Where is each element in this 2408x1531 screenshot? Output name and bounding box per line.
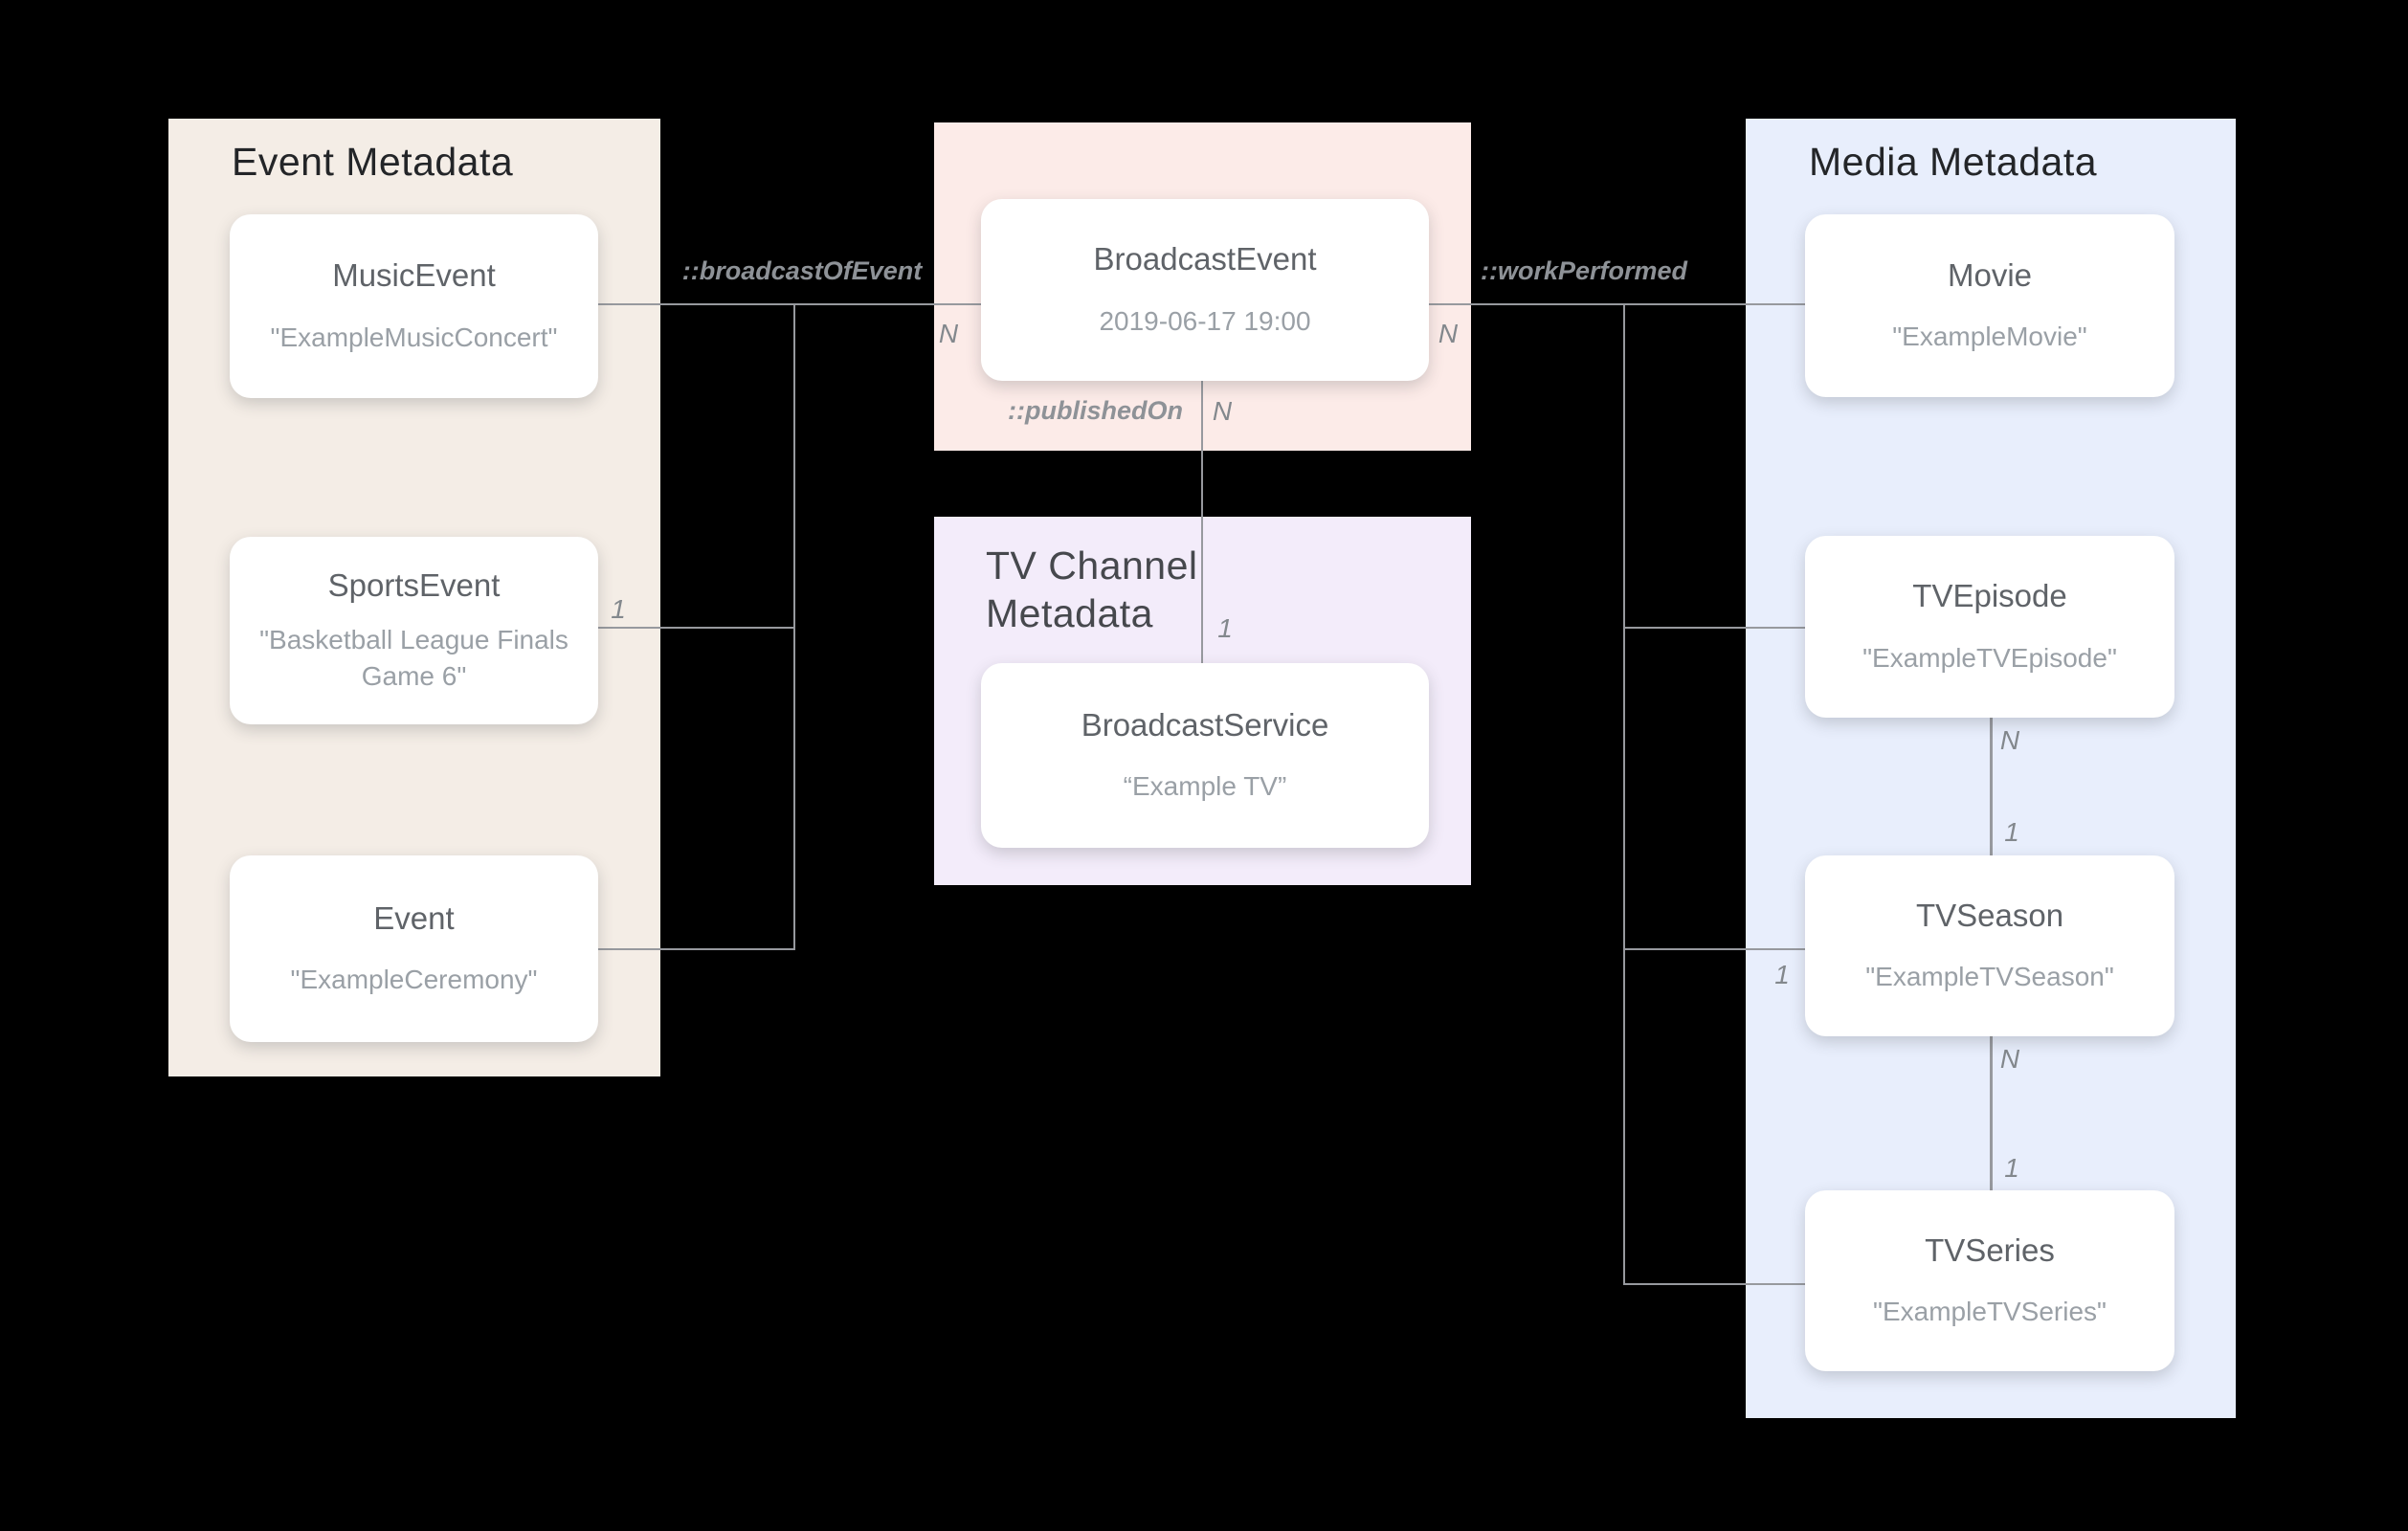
card-type: SportsEvent bbox=[327, 567, 501, 604]
relationship-label-work-performed: ::workPerformed bbox=[1480, 256, 1688, 285]
tv-channel-metadata-title: TV Channel Metadata bbox=[986, 544, 1198, 635]
connector-publishedon-vertical bbox=[1201, 381, 1203, 663]
cardinality-workperformed-n: N bbox=[1438, 319, 1459, 348]
broadcast-service-card: BroadcastService “Example TV” bbox=[981, 663, 1429, 848]
connector-episode-season-vertical bbox=[1990, 718, 1993, 855]
cardinality-workperformed-season-1: 1 bbox=[1774, 960, 1790, 989]
connector-tvseries-branch bbox=[1625, 1283, 1805, 1285]
connector-broadcastevent-movie bbox=[1429, 303, 1805, 305]
card-name: "ExampleTVSeries" bbox=[1873, 1297, 2107, 1327]
media-metadata-title: Media Metadata bbox=[1809, 140, 2098, 184]
card-type: BroadcastService bbox=[1081, 706, 1329, 743]
movie-card: Movie "ExampleMovie" bbox=[1805, 214, 2174, 397]
tv-season-card: TVSeason "ExampleTVSeason" bbox=[1805, 855, 2174, 1036]
card-name: "ExampleTVEpisode" bbox=[1862, 642, 2117, 673]
cardinality-publishedon-n: N bbox=[1212, 396, 1233, 426]
connector-musicevent-broadcastevent bbox=[598, 303, 981, 305]
card-name: 2019-06-17 19:00 bbox=[1099, 305, 1311, 336]
card-type: TVSeason bbox=[1915, 897, 2064, 933]
cardinality-broadcastservice-1: 1 bbox=[1217, 613, 1233, 643]
cardinality-sportsevent-1: 1 bbox=[611, 594, 626, 624]
cardinality-episode-season-n: N bbox=[1999, 725, 2020, 755]
sports-event-card: SportsEvent "Basketball League Finals Ga… bbox=[230, 537, 598, 724]
music-event-card: MusicEvent "ExampleMusicConcert" bbox=[230, 214, 598, 398]
card-name: "Basketball League Finals Game 6" bbox=[259, 625, 569, 691]
cardinality-broadcastofevent-n: N bbox=[938, 319, 959, 348]
card-name: "ExampleMovie" bbox=[1892, 322, 2087, 352]
event-metadata-title: Event Metadata bbox=[232, 140, 514, 184]
card-type: Event bbox=[373, 899, 455, 936]
relationship-label-broadcast-of-event: ::broadcastOfEvent bbox=[681, 256, 923, 285]
connector-sportsevent-branch bbox=[598, 627, 795, 629]
card-name: “Example TV” bbox=[1123, 771, 1287, 802]
card-name: "ExampleMusicConcert" bbox=[270, 322, 558, 352]
card-type: TVEpisode bbox=[1912, 578, 2067, 614]
tv-episode-card: TVEpisode "ExampleTVEpisode" bbox=[1805, 536, 2174, 718]
card-name: "ExampleCeremony" bbox=[290, 965, 538, 995]
card-type: MusicEvent bbox=[332, 257, 496, 294]
cardinality-episode-season-1: 1 bbox=[2004, 817, 2019, 847]
card-name: "ExampleTVSeason" bbox=[1865, 962, 2114, 992]
event-card: Event "ExampleCeremony" bbox=[230, 855, 598, 1042]
card-type: BroadcastEvent bbox=[1093, 241, 1317, 277]
relationship-label-published-on: ::publishedOn bbox=[1008, 396, 1183, 425]
broadcast-event-card: BroadcastEvent 2019-06-17 19:00 bbox=[981, 199, 1429, 381]
card-type: Movie bbox=[1947, 256, 2033, 293]
connector-tvseason-branch bbox=[1625, 948, 1805, 950]
tv-series-card: TVSeries "ExampleTVSeries" bbox=[1805, 1190, 2174, 1371]
connector-season-series-vertical bbox=[1990, 1036, 1993, 1190]
cardinality-season-series-1: 1 bbox=[2004, 1153, 2019, 1183]
connector-tvepisode-branch bbox=[1625, 627, 1805, 629]
card-type: TVSeries bbox=[1925, 1231, 2055, 1268]
connector-media-trunk-vertical bbox=[1623, 303, 1625, 1285]
cardinality-season-series-n: N bbox=[1999, 1044, 2020, 1074]
connector-event-branch bbox=[598, 948, 795, 950]
